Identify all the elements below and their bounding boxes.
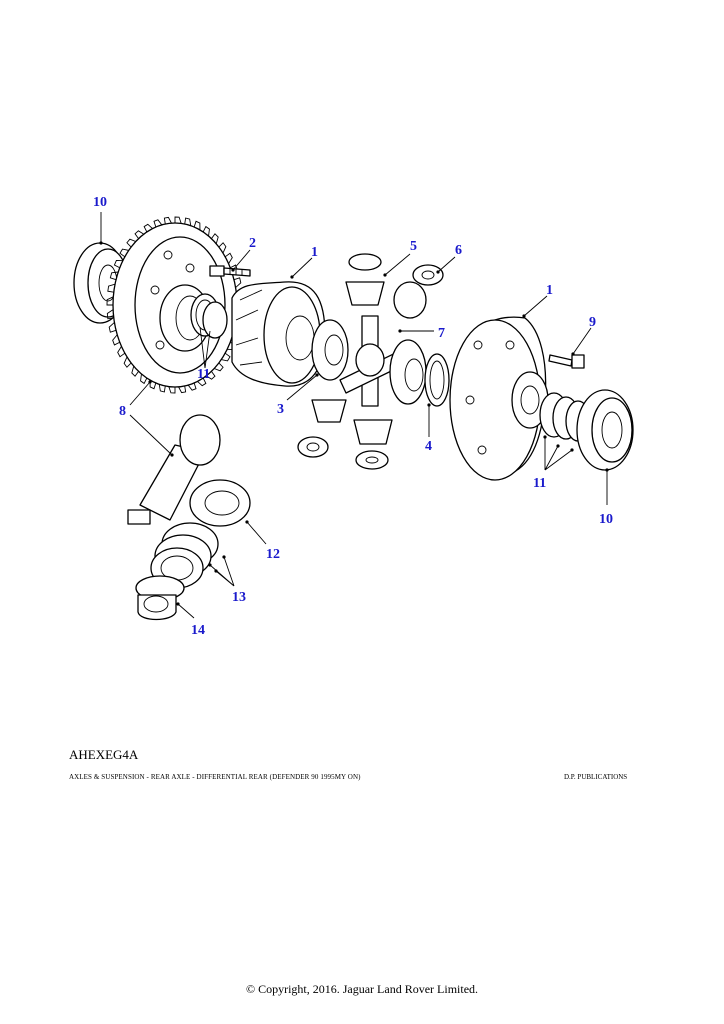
diff-case-left [231,281,326,387]
thrust-washer-4 [424,353,450,407]
gear-tooth [197,377,207,387]
bolt-9 [548,354,585,369]
gear-tooth [202,225,210,237]
side-gear-right [389,339,427,405]
pinion-bearing [189,479,251,527]
callout-9: 9 [589,315,596,330]
callout-5: 5 [410,239,417,254]
gear-tooth [218,242,227,254]
gear-tooth [106,296,114,306]
callout-1-left: 1 [311,245,318,260]
callout-2: 2 [249,236,256,251]
gear-tooth [224,252,233,264]
crown-wheel [106,216,244,394]
gear-tooth [187,382,197,391]
gear-tooth [193,220,201,230]
callout-6: 6 [455,243,462,258]
callout-14: 14 [191,623,205,638]
gear-tooth [108,322,117,333]
gear-tooth [211,233,219,244]
callout-1-right: 1 [546,283,553,298]
diagram-caption: AXLES & SUSPENSION - REAR AXLE - DIFFERE… [69,773,361,781]
gear-tooth [131,366,139,377]
pinion-gear-top [345,253,427,319]
gear-tooth [174,216,182,224]
gear-tooth [168,386,176,394]
pinion-spacer [135,575,185,621]
leader-lines [99,212,609,619]
publisher-label: D.P. PUBLICATIONS [564,773,628,781]
gear-tooth [123,356,132,368]
gear-tooth [140,373,148,385]
callout-10-left: 10 [93,195,107,210]
callout-13: 13 [232,590,246,605]
gear-tooth [107,283,116,293]
callout-7: 7 [438,326,445,341]
gear-tooth [112,334,120,346]
gear-tooth [153,219,163,228]
gear-tooth [143,223,153,233]
gear-tooth [221,352,231,362]
gear-tooth [113,259,123,269]
gear-tooth [184,217,192,226]
callout-10-right: 10 [599,512,613,527]
gear-tooth [109,271,119,281]
bearing-right [576,389,634,471]
gear-tooth [214,362,224,372]
callout-11-right: 11 [533,476,546,491]
figure-code: AHEXEG4A [69,747,139,762]
gear-tooth [134,230,144,239]
diff-case-right [449,316,549,481]
pinion-gear-bottom [297,399,393,470]
callout-4: 4 [425,439,432,454]
gear-tooth [126,238,136,248]
gear-tooth [119,248,129,258]
gear-tooth [158,384,166,393]
gear-tooth [163,216,172,225]
callout-8: 8 [119,404,126,419]
gear-tooth [117,346,126,358]
callout-11-left: 11 [197,367,210,382]
callout-3: 3 [277,402,284,417]
callout-12: 12 [266,547,280,562]
gear-tooth [178,385,187,394]
copyright-notice: © Copyright, 2016. Jaguar Land Rover Lim… [245,982,479,996]
thrust-washer-top [412,264,444,286]
bolt-2 [209,265,251,277]
shims-left [190,293,228,339]
gear-tooth [206,371,216,380]
gear-tooth [233,277,242,288]
side-gear-3 [311,319,349,381]
gear-tooth [106,309,114,320]
drive-pinion [127,414,221,525]
